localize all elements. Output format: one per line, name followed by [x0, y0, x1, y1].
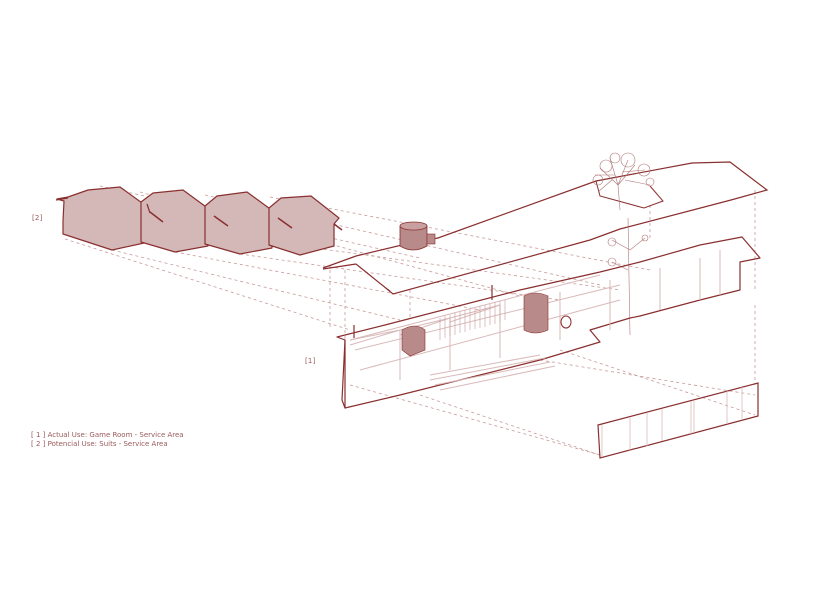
- interior-elements: [353, 285, 572, 357]
- tree-icon: [592, 152, 655, 336]
- modular-units: [55, 186, 343, 256]
- module-unit-4: [268, 195, 340, 256]
- module-2-label: [2]: [32, 214, 43, 222]
- module-unit-3: [204, 191, 278, 255]
- water-tank: [399, 221, 436, 251]
- legend: [ 1 ] Actual Use: Game Room - Service Ar…: [31, 431, 184, 449]
- module-unit-1: [56, 186, 150, 251]
- module-1-label: [1]: [305, 357, 316, 365]
- foundation-base: [597, 382, 759, 459]
- main-structure: [336, 236, 761, 409]
- slatted-wall: [439, 300, 506, 340]
- legend-item-1: [ 1 ] Actual Use: Game Room - Service Ar…: [31, 431, 184, 439]
- legend-item-2: [ 2 ] Potencial Use: Suits - Service Are…: [31, 440, 168, 448]
- module-unit-2: [140, 189, 214, 253]
